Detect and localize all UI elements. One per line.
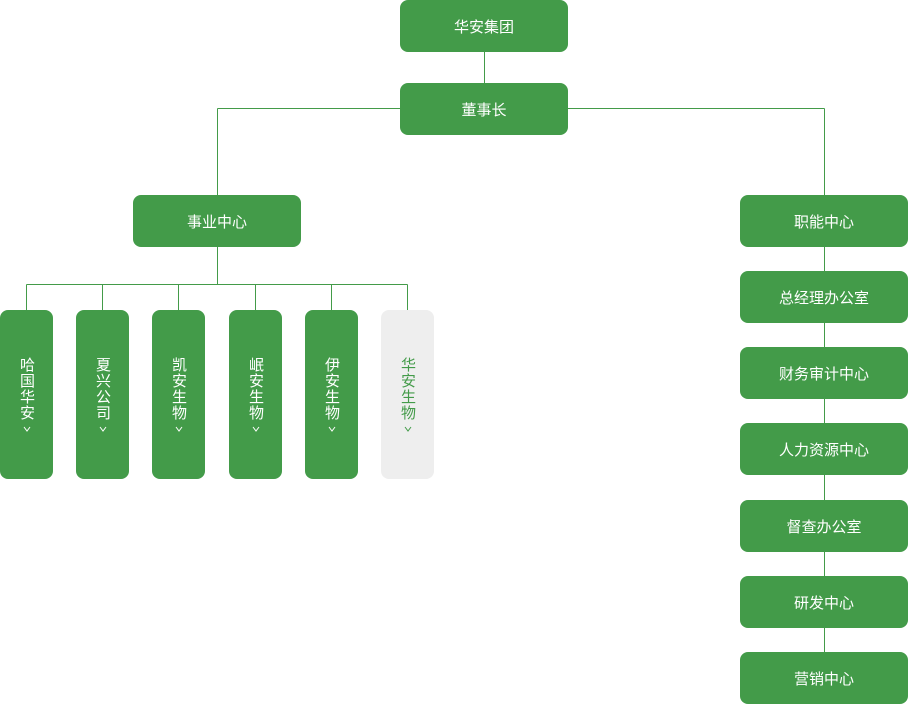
department-node[interactable]: 总经理办公室 [740,271,908,323]
chevron-down-icon [175,426,182,432]
department-node[interactable]: 研发中心 [740,576,908,628]
chevron-down-icon [252,426,259,432]
department-node[interactable]: 财务审计中心 [740,347,908,399]
department-node[interactable]: 人力资源中心 [740,423,908,475]
chairman-node[interactable]: 董事长 [400,83,568,135]
subsidiary-label: 伊安生物 [323,356,341,421]
business-center-node[interactable]: 事业中心 [133,195,301,247]
subsidiary-node[interactable]: 伊安生物 [305,310,358,479]
subsidiary-node[interactable]: 华安生物 [381,310,434,479]
subsidiary-label: 凯安生物 [170,356,188,421]
department-label: 财务审计中心 [778,364,869,383]
department-label: 督查办公室 [786,517,862,536]
subsidiary-node[interactable]: 岷安生物 [229,310,282,479]
subsidiary-label: 哈国华安 [18,356,36,421]
subsidiary-node[interactable]: 夏兴公司 [76,310,129,479]
department-node[interactable]: 营销中心 [740,652,908,704]
subsidiary-node[interactable]: 凯安生物 [152,310,205,479]
chevron-down-icon [328,426,335,432]
subsidiary-label: 夏兴公司 [94,356,112,421]
chevron-down-icon [99,426,106,432]
department-label: 研发中心 [793,593,854,612]
department-label: 人力资源中心 [778,440,869,459]
subsidiary-node[interactable]: 哈国华安 [0,310,53,479]
root-label: 华安集团 [453,17,514,36]
department-label: 营销中心 [793,669,854,688]
functional-center-node[interactable]: 职能中心 [740,195,908,247]
chevron-down-icon [23,426,30,432]
functional-center-label: 职能中心 [793,212,854,231]
chairman-label: 董事长 [461,100,507,119]
subsidiary-label: 华安生物 [399,356,417,421]
department-label: 总经理办公室 [778,288,869,307]
root-node[interactable]: 华安集团 [400,0,568,52]
department-node[interactable]: 督查办公室 [740,500,908,552]
business-center-label: 事业中心 [186,212,247,231]
chevron-down-icon [404,426,411,432]
subsidiary-label: 岷安生物 [247,356,265,421]
